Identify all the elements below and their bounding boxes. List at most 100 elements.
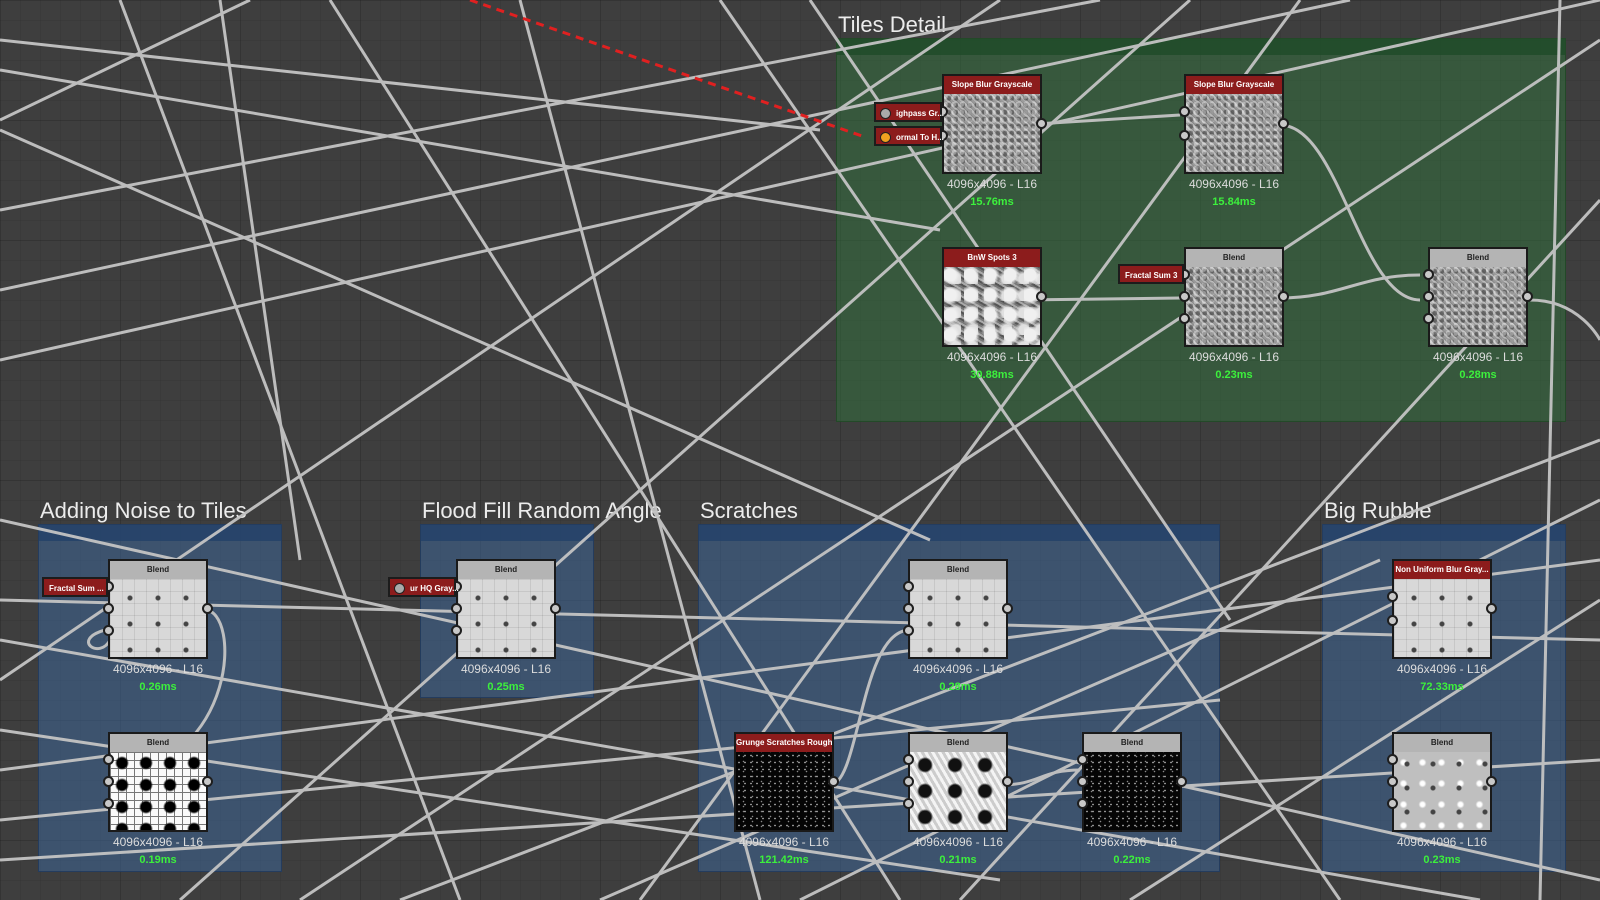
input-port[interactable] <box>1179 313 1190 324</box>
node-blend-td-2[interactable]: Blend 4096x4096 - L16 0.28ms <box>1423 247 1533 381</box>
output-port[interactable] <box>1486 603 1497 614</box>
input-port[interactable] <box>903 625 914 636</box>
input-port[interactable] <box>1387 798 1398 809</box>
node-body[interactable]: BnW Spots 3 <box>942 247 1047 347</box>
input-port[interactable] <box>1387 776 1398 787</box>
node-blend-sc-3[interactable]: Blend 4096x4096 - L16 0.22ms <box>1077 732 1187 866</box>
input-port[interactable] <box>903 603 914 614</box>
input-port[interactable] <box>1387 591 1398 602</box>
output-port[interactable] <box>1278 291 1289 302</box>
input-port[interactable] <box>1077 754 1088 765</box>
input-port[interactable] <box>1387 754 1398 765</box>
node-resolution: 4096x4096 - L16 <box>112 662 204 676</box>
node-body[interactable]: Blend <box>451 559 561 659</box>
input-port[interactable] <box>903 798 914 809</box>
input-port[interactable] <box>103 754 114 765</box>
node-grunge-scratches[interactable]: Grunge Scratches Rough 4096x4096 - L16 1… <box>734 732 839 866</box>
node-blend-td-1[interactable]: Blend 4096x4096 - L16 0.23ms <box>1179 247 1289 381</box>
pill-port[interactable] <box>394 583 405 594</box>
node-body[interactable]: Blend <box>1387 732 1497 832</box>
node-body[interactable]: Blend <box>903 559 1013 659</box>
node-thumbnail <box>1186 94 1282 172</box>
input-pill-fractal-sum-3[interactable]: Fractal Sum 3 <box>1118 264 1184 284</box>
node-resolution: 4096x4096 - L16 <box>738 835 830 849</box>
node-body[interactable]: Non Uniform Blur Gray... <box>1387 559 1497 659</box>
node-resolution: 4096x4096 - L16 <box>1396 662 1488 676</box>
node-resolution: 4096x4096 - L16 <box>912 662 1004 676</box>
node-blend-sc-2[interactable]: Blend 4096x4096 - L16 0.21ms <box>903 732 1013 866</box>
output-port[interactable] <box>1176 776 1187 787</box>
node-thumbnail <box>1186 267 1282 345</box>
input-port[interactable] <box>103 603 114 614</box>
output-port[interactable] <box>1278 118 1289 129</box>
node-thumbnail <box>736 752 832 830</box>
node-blend-ff[interactable]: Blend 4096x4096 - L16 0.25ms <box>451 559 561 693</box>
input-port[interactable] <box>903 581 914 592</box>
input-pill-fractal-sum[interactable]: Fractal Sum ... <box>42 577 108 597</box>
output-port[interactable] <box>1002 776 1013 787</box>
node-bnw-spots[interactable]: BnW Spots 3 4096x4096 - L16 30.88ms <box>942 247 1047 381</box>
node-timing: 0.25ms <box>487 681 525 693</box>
node-title: Blend <box>910 734 1006 752</box>
node-slope-blur-2[interactable]: Slope Blur Grayscale 4096x4096 - L16 15.… <box>1179 74 1289 208</box>
input-port[interactable] <box>1179 291 1190 302</box>
input-port[interactable] <box>1179 130 1190 141</box>
input-port[interactable] <box>1077 798 1088 809</box>
input-port[interactable] <box>1077 776 1088 787</box>
node-body[interactable]: Grunge Scratches Rough <box>734 732 839 832</box>
input-port[interactable] <box>451 603 462 614</box>
output-port[interactable] <box>1036 118 1047 129</box>
node-body[interactable]: Blend <box>103 732 213 832</box>
node-thumbnail <box>1084 752 1180 830</box>
node-timing: 0.23ms <box>1423 854 1461 866</box>
input-port[interactable] <box>1423 313 1434 324</box>
node-blend-an-1[interactable]: Blend 4096x4096 - L16 0.26ms <box>103 559 213 693</box>
input-port[interactable] <box>1179 106 1190 117</box>
output-port[interactable] <box>202 776 213 787</box>
input-port[interactable] <box>103 625 114 636</box>
node-body[interactable]: Slope Blur Grayscale <box>937 74 1047 174</box>
input-port[interactable] <box>1387 615 1398 626</box>
input-port[interactable] <box>1423 269 1434 280</box>
node-title: Grunge Scratches Rough <box>736 734 832 752</box>
node-blend-br[interactable]: Blend 4096x4096 - L16 0.23ms <box>1387 732 1497 866</box>
node-resolution: 4096x4096 - L16 <box>946 177 1038 191</box>
pill-port[interactable] <box>880 108 891 119</box>
input-port[interactable] <box>103 798 114 809</box>
output-port[interactable] <box>1002 603 1013 614</box>
node-non-uniform-blur[interactable]: Non Uniform Blur Gray... 4096x4096 - L16… <box>1387 559 1497 693</box>
node-title: Blend <box>910 561 1006 579</box>
node-body[interactable]: Blend <box>103 559 213 659</box>
node-slope-blur-1[interactable]: Slope Blur Grayscale 4096x4096 - L16 15.… <box>937 74 1047 208</box>
node-title: Blend <box>458 561 554 579</box>
input-pill-normal-to-height[interactable]: ormal To H... <box>874 126 944 146</box>
input-port[interactable] <box>451 625 462 636</box>
input-port[interactable] <box>903 754 914 765</box>
output-port[interactable] <box>202 603 213 614</box>
pill-label: ormal To H... <box>896 133 944 142</box>
node-timing: 121.42ms <box>759 854 809 866</box>
output-port[interactable] <box>1036 291 1047 302</box>
input-port[interactable] <box>103 776 114 787</box>
node-body[interactable]: Slope Blur Grayscale <box>1179 74 1289 174</box>
node-blend-sc-1[interactable]: Blend 4096x4096 - L16 0.28ms <box>903 559 1013 693</box>
node-body[interactable]: Blend <box>1423 247 1533 347</box>
output-port[interactable] <box>1486 776 1497 787</box>
input-pill-highpass[interactable]: ighpass Gr... <box>874 102 944 122</box>
output-port[interactable] <box>550 603 561 614</box>
input-port[interactable] <box>903 776 914 787</box>
output-port[interactable] <box>828 776 839 787</box>
pill-port[interactable] <box>880 132 891 143</box>
node-resolution: 4096x4096 - L16 <box>1432 350 1524 364</box>
input-port[interactable] <box>1423 291 1434 302</box>
input-pill-blur-hq[interactable]: ur HQ Gray... <box>388 577 459 597</box>
output-port[interactable] <box>1522 291 1533 302</box>
node-body[interactable]: Blend <box>903 732 1013 832</box>
node-body[interactable]: Blend <box>1077 732 1187 832</box>
node-body[interactable]: Blend <box>1179 247 1289 347</box>
node-timing: 0.28ms <box>1459 369 1497 381</box>
node-thumbnail <box>944 267 1040 345</box>
frame-header <box>837 39 1565 55</box>
pill-label: Fractal Sum ... <box>49 584 104 593</box>
node-blend-an-2[interactable]: Blend 4096x4096 - L16 0.19ms <box>103 732 213 866</box>
